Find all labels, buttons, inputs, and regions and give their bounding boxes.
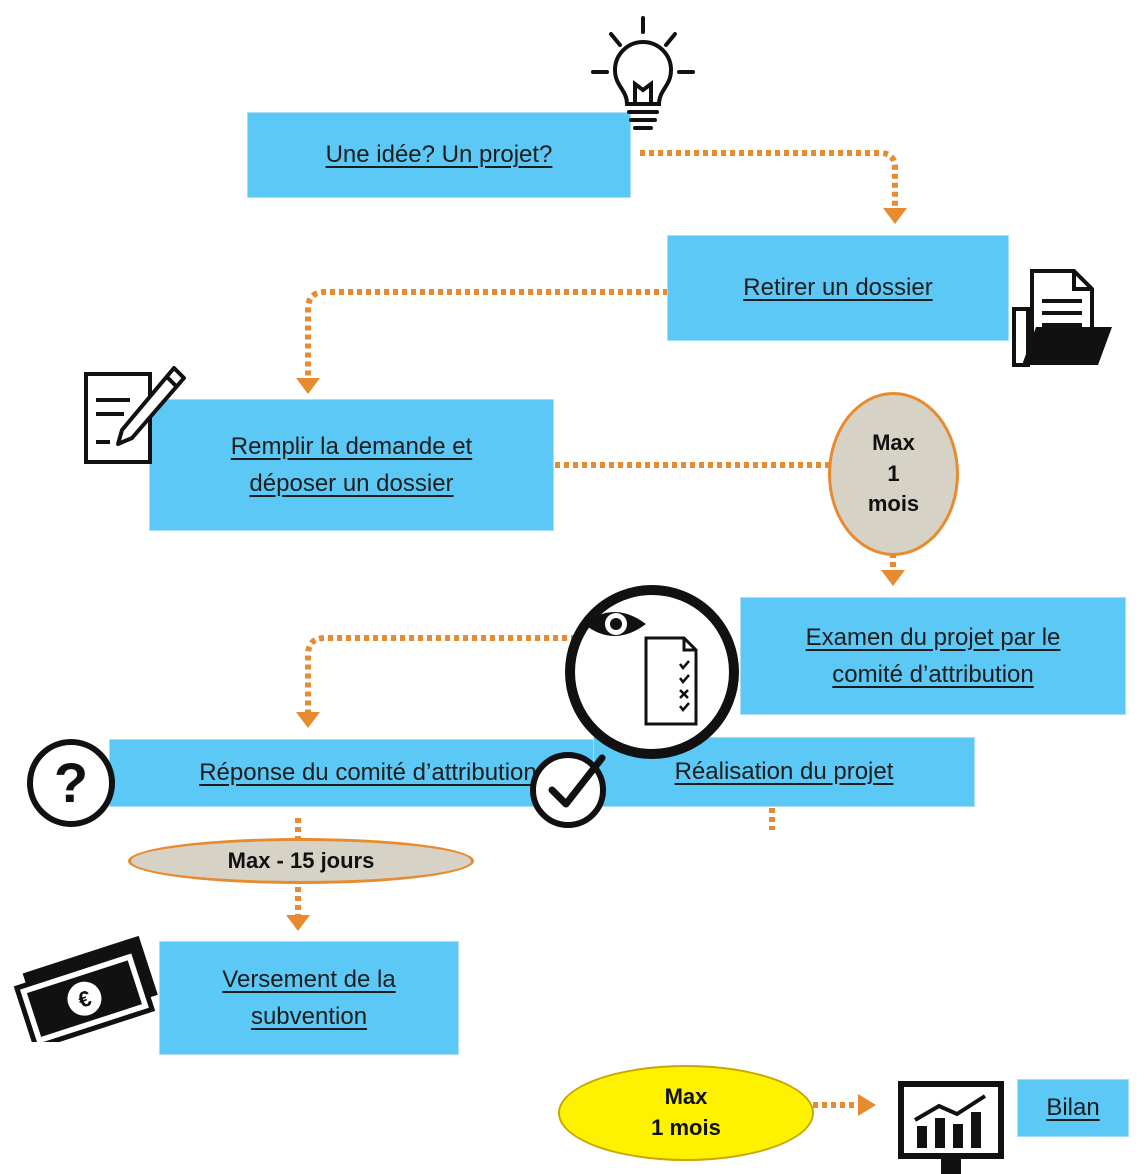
step-fill[interactable]: Remplir la demande et déposer un dossier	[150, 400, 553, 530]
checkmark-icon	[530, 752, 606, 828]
step-idea[interactable]: Une idée? Un projet?	[248, 113, 630, 197]
badge-one-month-b-line2: 1 mois	[651, 1115, 721, 1140]
arrowhead	[881, 570, 905, 586]
step-exam-label-line1: Examen du projet par le	[805, 623, 1061, 651]
step-exam[interactable]: Examen du projet par le comité d’attribu…	[741, 598, 1125, 714]
step-payment-label-line2: subvention	[250, 1003, 368, 1030]
step-report[interactable]: Bilan	[1018, 1080, 1128, 1136]
badge-fifteen-days: Max - 15 jours	[128, 838, 474, 884]
step-retrieve[interactable]: Retirer un dossier	[668, 236, 1008, 340]
step-report-label: Bilan	[1046, 1094, 1100, 1122]
step-exam-label-line2: comité d’attribution	[832, 661, 1034, 688]
connector-exam-to-answer	[305, 635, 585, 712]
step-realisation-label: Réalisation du projet	[674, 758, 894, 786]
form-pen-icon	[84, 366, 186, 464]
arrowhead	[286, 915, 310, 931]
eye-document-icon	[565, 585, 739, 759]
step-answer-label: Réponse du comité d’attribution	[199, 759, 537, 787]
badge-one-month-b: Max 1 mois	[558, 1065, 814, 1161]
arrowhead	[883, 208, 907, 224]
badge-one-month-a: Max 1 mois	[828, 392, 959, 556]
lightbulb-icon	[591, 16, 695, 130]
step-idea-label: Une idée? Un projet?	[325, 141, 553, 169]
arrowhead	[858, 1094, 876, 1116]
svg-text:?: ?	[54, 751, 88, 814]
badge-one-month-a-line2: 1	[887, 460, 900, 486]
step-fill-label-line1: Remplir la demande et	[230, 432, 473, 460]
badge-fifteen-days-label: Max - 15 jours	[227, 847, 375, 873]
step-retrieve-label: Retirer un dossier	[743, 274, 933, 302]
arrowhead	[296, 712, 320, 728]
step-fill-label-line2: déposer un dossier	[249, 470, 454, 497]
banknote-euro-icon: €	[13, 935, 158, 1042]
step-payment-label-line1: Versement de la	[222, 965, 396, 993]
badge-one-month-a-line1: Max	[872, 429, 915, 455]
arrowhead	[296, 378, 320, 394]
chart-monitor-icon	[898, 1081, 1004, 1174]
badge-one-month-b-line1: Max	[664, 1084, 708, 1110]
folder-document-icon	[1012, 269, 1112, 367]
badge-one-month-a-line3: mois	[867, 491, 920, 517]
question-mark-icon: ?	[27, 739, 115, 827]
connector-retrieve-to-fill	[305, 289, 668, 378]
connector-idea-to-retrieve	[640, 150, 898, 208]
step-payment[interactable]: Versement de la subvention	[160, 942, 458, 1054]
